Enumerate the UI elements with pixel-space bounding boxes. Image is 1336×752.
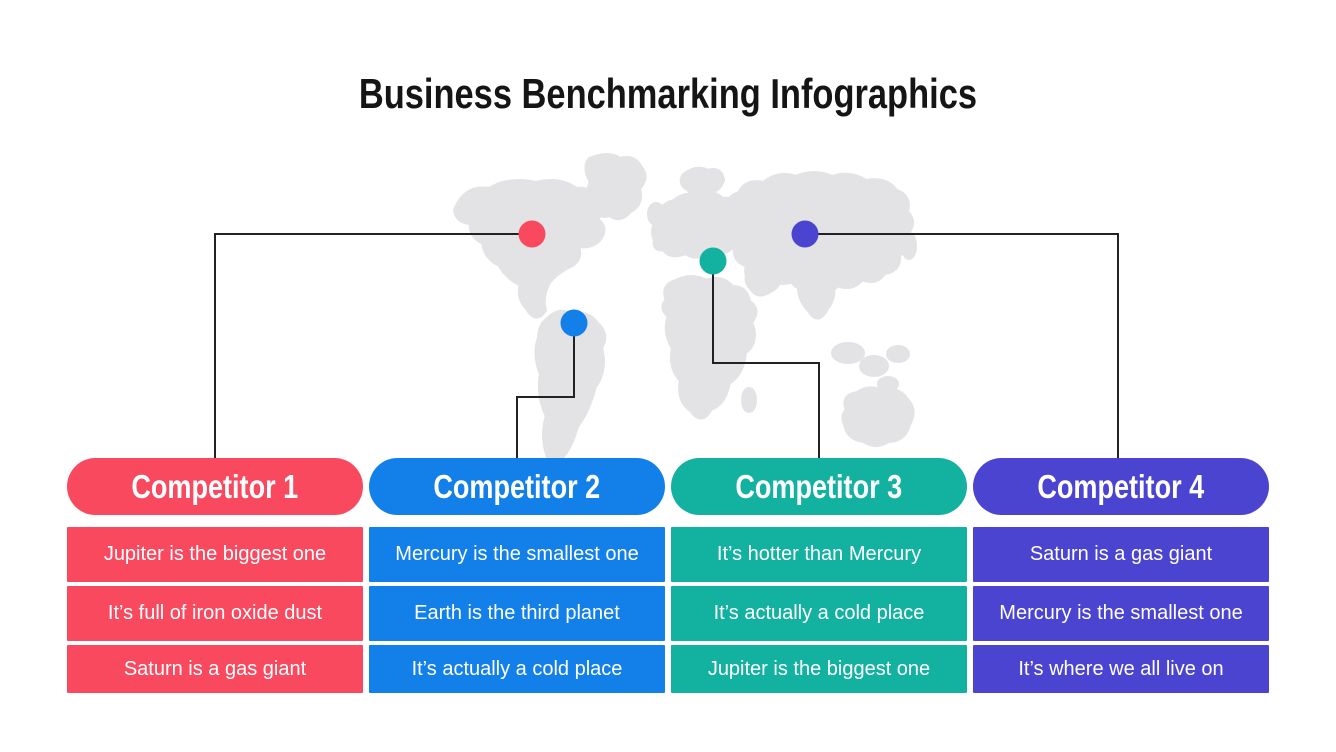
connector-2-vertical-top (573, 323, 575, 398)
region-india (796, 270, 836, 320)
map-marker-competitor-1-dot (518, 220, 546, 248)
competitor-2-header: Competitor 2 (369, 458, 665, 515)
map-marker-competitor-4-dot (791, 220, 819, 248)
region-scandinavia (679, 166, 725, 196)
island-sumatra (831, 342, 865, 364)
island-philippines (886, 345, 910, 363)
table-cell: It’s actually a cold place (369, 645, 665, 693)
competitor-4-header-label: Competitor 4 (1037, 467, 1205, 505)
world-map (453, 153, 917, 467)
competitor-3-column: Competitor 3 It’s hotter than Mercury It… (671, 458, 967, 693)
island-borneo (859, 355, 889, 377)
benchmark-table: Competitor 1 Jupiter is the biggest one … (67, 458, 1269, 693)
table-cell: Mercury is the smallest one (369, 527, 665, 582)
island-japan (901, 232, 917, 260)
continent-south-america (534, 309, 607, 467)
page-title-text: Business Benchmarking Infographics (358, 70, 978, 117)
table-cell: It’s hotter than Mercury (671, 527, 967, 582)
map-marker-competitor-2-dot (560, 309, 588, 337)
table-cell: It’s where we all live on (973, 645, 1269, 693)
island-britain (647, 202, 665, 226)
continent-africa (661, 275, 758, 420)
competitor-4-header: Competitor 4 (973, 458, 1269, 515)
table-cell: Mercury is the smallest one (973, 586, 1269, 641)
connector-1-horizontal (215, 233, 532, 235)
competitor-4-column: Competitor 4 Saturn is a gas giant Mercu… (973, 458, 1269, 693)
competitor-1-column: Competitor 1 Jupiter is the biggest one … (67, 458, 363, 693)
island-madagascar (741, 387, 757, 413)
table-cell: Earth is the third planet (369, 586, 665, 641)
table-cell: It’s actually a cold place (671, 586, 967, 641)
connector-1-vertical (214, 233, 216, 458)
table-cell: Saturn is a gas giant (973, 527, 1269, 582)
competitor-1-header: Competitor 1 (67, 458, 363, 515)
table-cell: Jupiter is the biggest one (671, 645, 967, 693)
page-title: Business Benchmarking Infographics (0, 70, 1336, 118)
island-greenland (584, 153, 647, 221)
continent-australia (841, 386, 915, 447)
competitor-2-column: Competitor 2 Mercury is the smallest one… (369, 458, 665, 693)
competitor-1-header-label: Competitor 1 (131, 467, 299, 505)
connector-2-vertical-bottom (516, 396, 518, 458)
connector-3-vertical-top (712, 261, 714, 364)
competitor-3-header-label: Competitor 3 (735, 467, 903, 505)
table-cell: Saturn is a gas giant (67, 645, 363, 693)
connector-3-vertical-bottom (818, 362, 820, 458)
region-arabia (744, 258, 782, 297)
island-java (877, 376, 899, 392)
connector-3-horizontal (712, 362, 820, 364)
competitor-2-header-label: Competitor 2 (433, 467, 601, 505)
connector-2-horizontal (516, 396, 575, 398)
table-cell: Jupiter is the biggest one (67, 527, 363, 582)
continent-north-america (453, 179, 606, 319)
connector-4-vertical (1117, 233, 1119, 458)
map-marker-competitor-3-dot (699, 247, 727, 275)
connector-4-horizontal (805, 233, 1119, 235)
table-cell: It’s full of iron oxide dust (67, 586, 363, 641)
competitor-3-header: Competitor 3 (671, 458, 967, 515)
